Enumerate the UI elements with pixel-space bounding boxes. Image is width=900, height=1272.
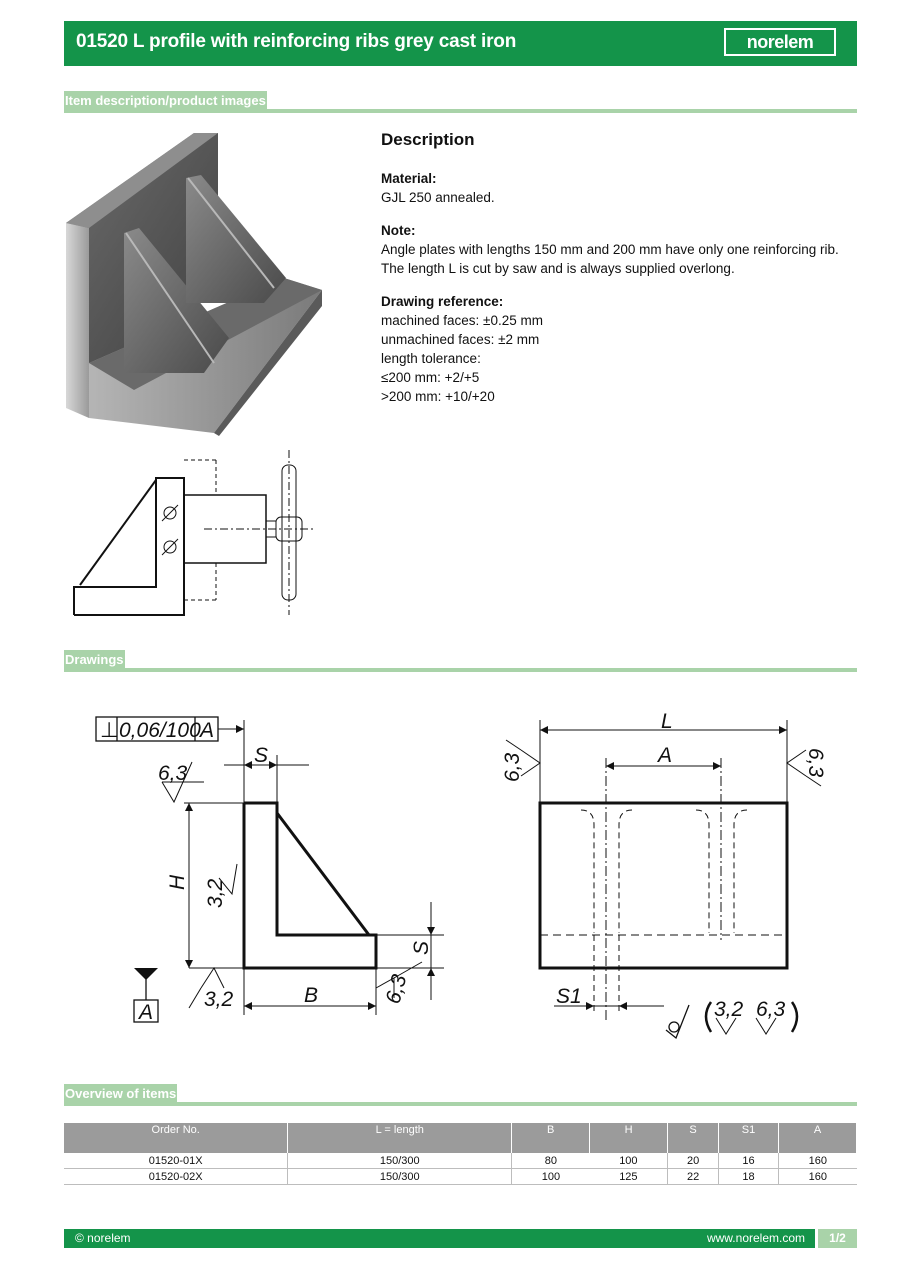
logo-text: norelem xyxy=(746,32,814,52)
product-sketch xyxy=(73,450,314,616)
col-header-H: H xyxy=(589,1123,669,1153)
description-panel: Description Material: GJL 250 annealed. … xyxy=(381,130,851,406)
tolerance-value: 0,06/100 xyxy=(119,719,201,742)
cell-order-no: 01520-01X xyxy=(64,1153,288,1169)
col-header-A: A xyxy=(778,1123,857,1153)
note-label: Note: xyxy=(381,223,416,238)
note-line: The length L is cut by saw and is always… xyxy=(381,261,735,276)
cell-length: 150/300 xyxy=(287,1153,512,1169)
cell-length: 150/300 xyxy=(287,1168,512,1185)
side-view xyxy=(95,716,444,1023)
roughness-label: 6,3 xyxy=(501,752,524,782)
cell-S1: 18 xyxy=(718,1168,779,1185)
col-header-S1: S1 xyxy=(718,1123,780,1153)
col-header-order-no: Order No. xyxy=(64,1123,289,1153)
dim-H-label: H xyxy=(166,874,189,890)
table-row: 01520-01X 150/300 80 100 20 16 160 xyxy=(64,1153,857,1169)
technical-drawing: ⊥ 0,06/100 A S 6,3 H 3,2 3,2 B S 6,3 A xyxy=(95,710,827,1040)
product-photo xyxy=(66,133,322,436)
roughness-label: 6,3 xyxy=(804,748,827,778)
cell-S: 20 xyxy=(667,1153,719,1169)
table-header-row: Order No. L = length B H S S1 A xyxy=(64,1123,857,1153)
section-divider xyxy=(64,109,857,113)
col-header-length: L = length xyxy=(287,1123,513,1153)
section-overview-header: Overview of items xyxy=(64,1084,857,1106)
dim-L-label: L xyxy=(661,710,673,733)
cell-B: 100 xyxy=(511,1168,590,1185)
datum-label: A xyxy=(137,1001,153,1024)
copyright-text: © norelem xyxy=(75,1231,131,1245)
drawing-reference-line: ≤200 mm: +2/+5 xyxy=(381,370,480,385)
table-row: 01520-02X 150/300 100 125 22 18 160 xyxy=(64,1168,857,1185)
col-header-B: B xyxy=(511,1123,591,1153)
items-table: Order No. L = length B H S S1 A 01520-01… xyxy=(64,1123,857,1185)
cell-S: 22 xyxy=(667,1168,719,1185)
drawing-reference-label: Drawing reference: xyxy=(381,294,504,309)
page-title: 01520 L profile with reinforcing ribs gr… xyxy=(76,31,517,52)
cell-order-no: 01520-02X xyxy=(64,1168,288,1185)
page-number: 1/2 xyxy=(818,1229,857,1248)
drawing-reference-line: unmachined faces: ±2 mm xyxy=(381,332,540,347)
roughness-label: 3,2 xyxy=(714,998,744,1021)
description-title: Description xyxy=(381,130,475,149)
top-view xyxy=(505,720,822,1040)
section-divider xyxy=(64,668,857,672)
material-text: GJL 250 annealed. xyxy=(381,190,495,205)
perpendicularity-symbol: ⊥ xyxy=(100,719,118,742)
norelem-logo: norelem xyxy=(724,28,836,56)
cell-B: 80 xyxy=(511,1153,590,1169)
header-bar: 01520 L profile with reinforcing ribs gr… xyxy=(64,21,857,66)
website-link[interactable]: www.norelem.com xyxy=(706,1231,805,1245)
cell-S1: 16 xyxy=(718,1153,779,1169)
dim-S-label: S xyxy=(254,744,268,767)
drawing-reference-line: length tolerance: xyxy=(381,351,481,366)
col-header-S: S xyxy=(667,1123,720,1153)
roughness-label: 3,2 xyxy=(204,878,227,908)
section-divider xyxy=(64,1102,857,1106)
datum-ref-label: A xyxy=(198,719,214,742)
roughness-label: 6,3 xyxy=(756,998,786,1021)
roughness-label: 6,3 xyxy=(382,972,412,1006)
dim-A-label: A xyxy=(656,744,672,767)
roughness-label: 6,3 xyxy=(158,762,188,785)
cell-H: 100 xyxy=(589,1153,668,1169)
drawing-reference-line: >200 mm: +10/+20 xyxy=(381,389,495,404)
dim-S-label: S xyxy=(410,941,433,955)
note-line: Angle plates with lengths 150 mm and 200… xyxy=(381,242,839,257)
material-label: Material: xyxy=(381,171,437,186)
roughness-label: 3,2 xyxy=(204,988,234,1011)
dim-S1-label: S1 xyxy=(556,985,582,1008)
dim-B-label: B xyxy=(304,984,318,1007)
drawing-reference-line: machined faces: ±0.25 mm xyxy=(381,313,543,328)
section-drawings-label: Drawings xyxy=(64,650,125,669)
cell-H: 125 xyxy=(589,1168,668,1185)
cell-A: 160 xyxy=(778,1168,857,1185)
section-overview-label: Overview of items xyxy=(64,1084,178,1103)
section-images-label: Item description/product images xyxy=(64,91,267,110)
cell-A: 160 xyxy=(778,1153,857,1169)
section-drawings-header: Drawings xyxy=(64,650,857,672)
section-images-header: Item description/product images xyxy=(64,91,857,113)
footer-divider xyxy=(815,1229,818,1248)
footer-bar: © norelem www.norelem.com 1/2 xyxy=(64,1229,857,1248)
